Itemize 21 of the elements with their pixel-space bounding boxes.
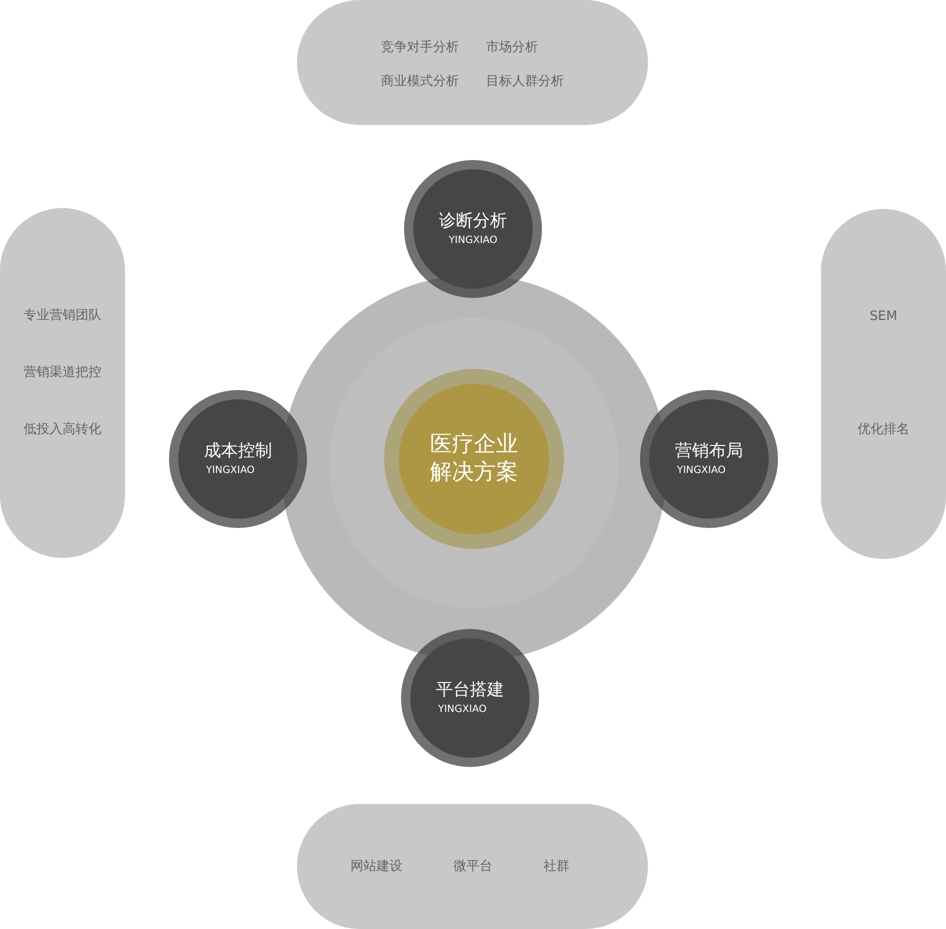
- category-subtitle: YINGXIAO: [438, 704, 487, 716]
- list-item: 网站建设: [350, 858, 402, 874]
- list-item: 微平台: [454, 858, 492, 874]
- list-item: 营销渠道把控: [24, 365, 102, 381]
- category-subtitle: YINGXIAO: [206, 465, 255, 477]
- list-item: 专业营销团队: [24, 308, 102, 324]
- category-title: 营销布局: [675, 441, 743, 461]
- list-item: 社群: [544, 858, 570, 874]
- category-title: 平台搭建: [436, 680, 504, 700]
- category-subtitle: YINGXIAO: [677, 465, 726, 477]
- category-title: 成本控制: [204, 441, 272, 461]
- category-title: 诊断分析: [439, 211, 507, 231]
- list-item: 市场分析: [486, 40, 538, 56]
- category-subtitle: YINGXIAO: [448, 235, 498, 247]
- center-title: 医疗企业解决方案: [429, 431, 519, 487]
- list-item: 商业模式分析: [381, 74, 459, 90]
- list-item: 低投入高转化: [24, 422, 102, 438]
- list-item: 目标人群分析: [486, 74, 564, 90]
- list-item: 优化排名: [858, 422, 910, 438]
- list-item: SEM: [870, 309, 898, 325]
- list-item: 竞争对手分析: [381, 40, 459, 56]
